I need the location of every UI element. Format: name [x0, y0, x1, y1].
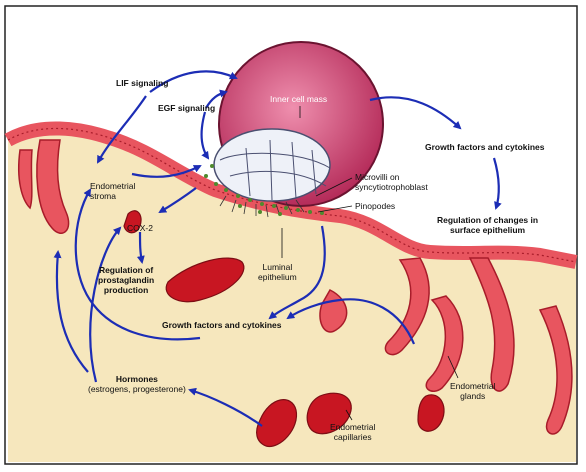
label-luminal-epithelium-line2: epithelium [258, 272, 297, 282]
label-inner-cell-mass: Inner cell mass [270, 94, 328, 104]
label-endometrial-stroma-line1: Endometrial [90, 181, 136, 191]
arrow-regulation-surface [492, 157, 502, 210]
label-endometrial-glands-line1: Endometrial [450, 381, 496, 391]
label-regulation-surface-line1: Regulation of changes in [437, 215, 539, 225]
arrow-capillary-to-hormones [188, 387, 263, 427]
label-endometrial-capillaries-line2: capillaries [333, 432, 372, 442]
endometrial-glands [18, 139, 573, 435]
arrow-growth-factors-top [369, 96, 462, 130]
arrow-lif-to-stroma [97, 95, 147, 164]
gland-1 [36, 139, 70, 234]
capillary-3 [306, 392, 352, 435]
label-luminal-epithelium: Luminal epithelium [258, 262, 297, 282]
arrow-luminal-to-growth [268, 225, 326, 320]
label-regulation-prostaglandin-line1: Regulation of [98, 265, 154, 275]
label-cox2: COX-2 [127, 223, 153, 233]
inner-cell-mass-cluster [213, 128, 331, 202]
label-regulation-prostaglandin-line2: prostaglandin [98, 275, 155, 285]
endometrial-capillaries [123, 210, 445, 447]
arrow-glands-to-growth [286, 298, 416, 345]
capillary-5 [123, 210, 142, 234]
label-endometrial-glands-line2: glands [460, 391, 486, 401]
label-endometrial-capillaries: Endometrial capillaries [330, 422, 375, 442]
leader-capillaries [345, 409, 353, 421]
cell-borders [219, 139, 331, 201]
microvilli [219, 195, 305, 218]
arrow-hormones-up [53, 250, 89, 373]
label-pinopodes: Pinopodes [355, 201, 396, 211]
signaling-arrows [53, 70, 502, 427]
capillary-4 [417, 394, 445, 432]
gland-5 [468, 257, 515, 392]
pinopodes [204, 164, 324, 216]
label-endometrial-stroma: Endometrial stroma [90, 181, 135, 201]
leader-glands [447, 355, 459, 379]
label-regulation-surface: Regulation of changes in surface epithel… [437, 215, 538, 235]
leader-lines [281, 106, 459, 421]
label-growth-factors-mid: Growth factors and cytokines [162, 320, 282, 330]
label-regulation-prostaglandin: Regulation of prostaglandin production [98, 265, 154, 295]
gland-2 [18, 149, 33, 210]
gland-3 [384, 257, 430, 356]
arrow-lif-to-blastocyst [149, 70, 238, 93]
gland-6 [538, 305, 573, 435]
label-microvilli-line1: Microvilli on [355, 172, 400, 182]
label-growth-factors-top: Growth factors and cytokines [425, 142, 545, 152]
arrow-egf-down [200, 111, 210, 160]
arrow-growth-to-stroma [74, 188, 201, 341]
arrow-stroma-to-blastocyst [131, 165, 202, 178]
arrow-to-cox2 [158, 187, 197, 214]
label-lif-signaling: LIF signaling [116, 78, 169, 88]
capillary-2 [256, 399, 298, 447]
label-hormones-line2: (estrogens, progesterone) [88, 384, 186, 394]
label-egf-signaling: EGF signaling [158, 103, 216, 113]
leader-microvilli [315, 177, 353, 197]
label-microvilli: Microvilli on syncytiotrophoblast [355, 172, 428, 192]
label-regulation-prostaglandin-line3: production [103, 285, 149, 295]
arrow-cox2-to-prostaglandin [136, 231, 145, 264]
label-endometrial-capillaries-line1: Endometrial [330, 422, 376, 432]
label-regulation-surface-line2: surface epithelium [449, 225, 526, 235]
label-endometrial-glands: Endometrial glands [450, 381, 495, 401]
arrow-egf [205, 89, 228, 109]
label-microvilli-line2: syncytiotrophoblast [355, 182, 428, 192]
arrow-hormones-to-cox2 [89, 226, 122, 383]
label-luminal-epithelium-line1: Luminal [262, 262, 293, 272]
label-endometrial-stroma-line2: stroma [90, 191, 116, 201]
blastocyst [213, 41, 384, 218]
label-hormones-line1: Hormones [115, 374, 158, 384]
label-hormones: Hormones (estrogens, progesterone) [88, 374, 186, 394]
gland-4 [425, 295, 464, 392]
leader-pinopodes [317, 205, 353, 213]
capillary-1 [165, 257, 245, 303]
